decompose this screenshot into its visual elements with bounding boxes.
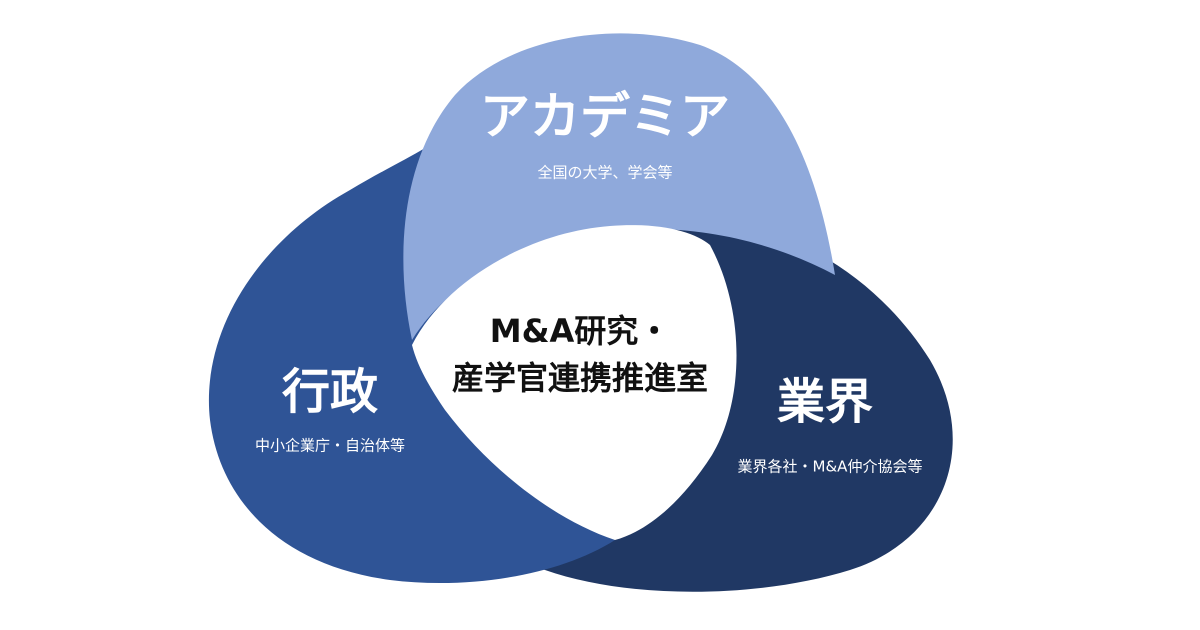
center-title-line-1: M&A研究・ [490, 312, 671, 350]
center-overlap [412, 225, 737, 541]
government-title: 行政 [282, 364, 378, 420]
government-subtitle: 中小企業庁・自治体等 [255, 437, 405, 455]
industry-subtitle: 業界各社・M&A仲介協会等 [738, 458, 923, 476]
industry-title: 業界 [777, 374, 873, 430]
academia-petal [403, 33, 835, 340]
academia-title: アカデミア [480, 88, 730, 146]
academia-subtitle: 全国の大学、学会等 [537, 164, 672, 182]
center-title-line-2: 産学官連携推進室 [452, 359, 708, 397]
